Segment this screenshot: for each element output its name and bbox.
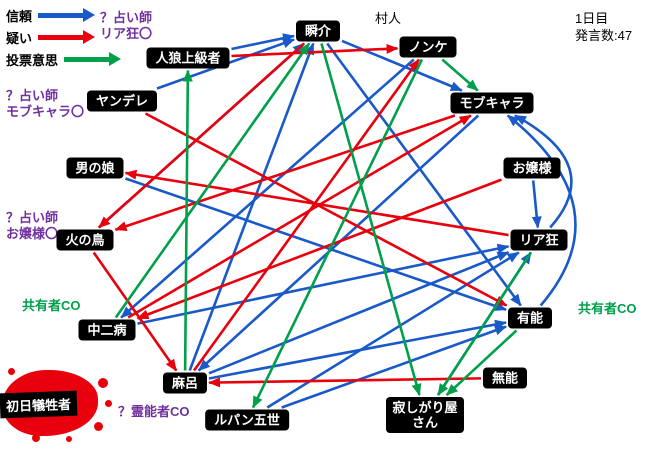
- edge-vote-riakyou-to-sabishi: [436, 251, 532, 396]
- edge-doubt-hinotori-to-maro: [92, 251, 178, 372]
- annotation-seer-result-ojousama: ？占い師 お嬢様〇: [6, 210, 59, 241]
- player-node-mob[interactable]: モブキャラ: [450, 92, 534, 114]
- vote-arrow-icon: [64, 51, 122, 66]
- edge-doubt-jinrou-to-nonke: [231, 43, 399, 58]
- player-node-riakyou[interactable]: リア狂: [510, 229, 568, 251]
- player-node-nonke[interactable]: ノンケ: [399, 36, 457, 58]
- legend-row-doubt: 疑い: [6, 26, 110, 48]
- player-node-maro[interactable]: 麻呂: [162, 372, 208, 394]
- edge-trust-maro-to-yuunou: [208, 319, 507, 380]
- player-node-ojousama[interactable]: お嬢様: [503, 157, 561, 179]
- edge-trust-yuunou-to-mob: [506, 114, 577, 307]
- edge-trust-otokonoko-to-yuunou: [125, 177, 507, 311]
- edge-trust-chuuni-to-riakyou: [137, 243, 510, 325]
- player-node-sabishi[interactable]: 寂しがり屋さん: [386, 397, 464, 433]
- edge-vote-yuunou-to-sabishi: [445, 329, 518, 396]
- player-node-munou[interactable]: 無能: [482, 367, 528, 389]
- edge-doubt-ojousama-to-chuuni: [136, 178, 502, 320]
- victim-label: 初日犠牲者: [0, 390, 78, 419]
- edge-vote-shunsuke-to-sabishi: [320, 43, 422, 396]
- player-node-lupin[interactable]: ルパン五世: [205, 409, 289, 431]
- doubt-arrow-icon: [38, 29, 96, 44]
- edge-trust-maro-to-shunsuke: [188, 42, 315, 371]
- trust-arrow-icon: [38, 7, 96, 22]
- edge-doubt-munou-to-maro: [208, 377, 482, 388]
- edge-vote-nonke-to-mob: [441, 58, 479, 92]
- player-node-hinotori[interactable]: 火の鳥: [56, 229, 114, 251]
- legend-label-doubt: 疑い: [6, 30, 33, 46]
- edge-trust-nonke-to-chuuni: [120, 58, 415, 319]
- annotation-medium-co: ？霊能者CO: [118, 404, 190, 419]
- annotation-seer-result-riakyou: ？占い師 リア狂〇: [100, 10, 153, 41]
- player-node-chuuni[interactable]: 中二病: [78, 319, 136, 341]
- edge-vote-nonke-to-lupin: [251, 58, 424, 409]
- player-node-jinrou[interactable]: 人狼上級者: [146, 47, 230, 69]
- edge-trust-lupin-to-yuunou: [281, 325, 507, 409]
- annotation-mason-co-right: 共有者CO: [578, 301, 637, 316]
- edge-vote-chuuni-to-shunsuke: [114, 42, 311, 319]
- player-node-otokonoko[interactable]: 男の娘: [66, 157, 124, 179]
- legend-row-trust: 信頼: [6, 4, 110, 26]
- edge-trust-ojousama-to-riakyou: [531, 180, 542, 229]
- edge-trust-riakyou-to-mob: [514, 114, 573, 229]
- edge-doubt-maro-to-nonke: [192, 58, 421, 372]
- legend: 信頼 疑い 投票意思: [6, 4, 122, 70]
- player-node-yuunou[interactable]: 有能: [507, 307, 553, 329]
- edge-trust-maro-to-riakyou: [208, 251, 510, 375]
- player-node-yandere[interactable]: ヤンデレ: [86, 90, 158, 112]
- legend-label-trust: 信頼: [6, 8, 33, 24]
- annotation-mason-co-left: 共有者CO: [22, 298, 81, 313]
- player-node-shunsuke[interactable]: 瞬介: [295, 20, 341, 42]
- legend-row-vote: 投票意思: [6, 48, 122, 70]
- first-day-victim: 初日犠牲者: [0, 366, 118, 448]
- edge-doubt-yandere-to-yuunou: [144, 112, 508, 307]
- role-label: 村人: [375, 11, 402, 26]
- day-label: 1日目: [575, 11, 609, 26]
- edge-doubt-shunsuke-to-hinotori: [98, 42, 305, 229]
- edge-vote-maro-to-jinrou: [182, 69, 193, 371]
- day-info: 1日目 発言数:47: [575, 10, 632, 44]
- edge-doubt-mob-to-hinotori: [114, 114, 456, 231]
- statement-count: 発言数:47: [575, 28, 633, 43]
- legend-label-vote: 投票意思: [6, 52, 59, 68]
- edge-trust-shunsuke-to-yuunou: [326, 42, 522, 307]
- annotation-seer-result-mob: ？占い師 モブキャラ〇: [6, 88, 85, 119]
- edge-trust-jinrou-to-shunsuke: [231, 33, 295, 51]
